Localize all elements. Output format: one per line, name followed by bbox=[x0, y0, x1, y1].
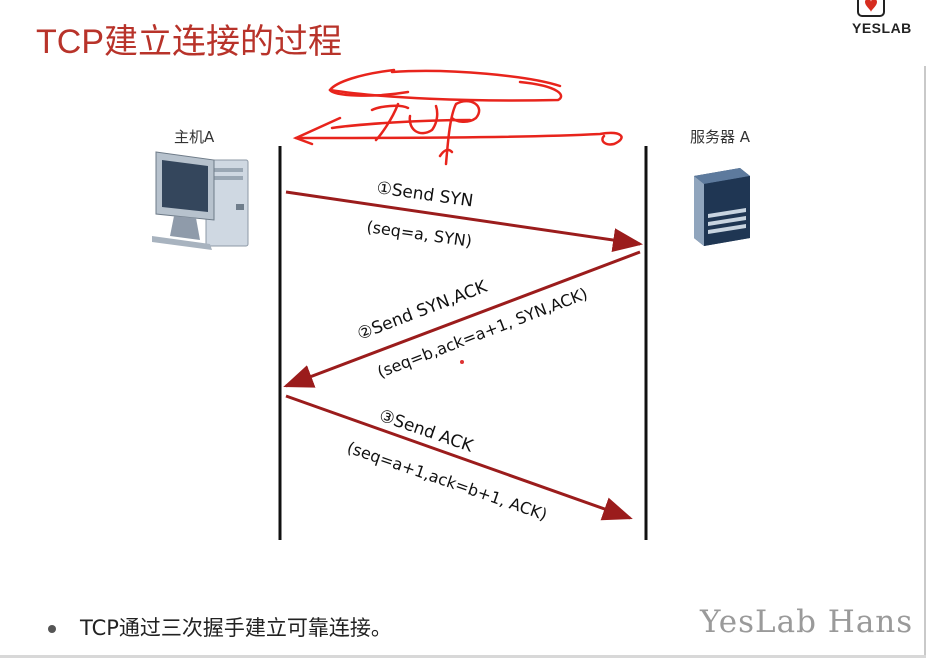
page-title: TCP建立连接的过程 bbox=[36, 23, 342, 61]
laser-dot bbox=[460, 360, 464, 364]
computer-icon bbox=[152, 151, 249, 250]
bullet-dot-icon bbox=[48, 625, 56, 633]
watermark: YesLab Hans bbox=[700, 604, 914, 640]
syn-detail: (seq=a, SYN) bbox=[365, 217, 473, 251]
synack-detail: (seq=b,ack=a+1, SYN,ACK) bbox=[375, 284, 591, 382]
server-icon bbox=[694, 168, 750, 246]
host-label: 主机A bbox=[174, 128, 215, 146]
yeslab-logo-icon bbox=[857, 0, 885, 17]
syn-arrow bbox=[285, 190, 643, 252]
bullet-item: TCP通过三次握手建立可靠连接。 bbox=[48, 612, 392, 642]
synack-arrow bbox=[283, 250, 641, 388]
handwritten-annotation bbox=[292, 68, 623, 166]
logo-text: YESLAB bbox=[852, 20, 912, 36]
right-divider bbox=[924, 66, 926, 656]
server-label: 服务器 A bbox=[690, 128, 751, 146]
bullet-text: TCP通过三次握手建立可靠连接。 bbox=[80, 616, 392, 640]
ack-label: ③Send ACK bbox=[376, 406, 476, 457]
ack-arrow bbox=[285, 394, 633, 521]
bottom-divider bbox=[0, 655, 926, 658]
ack-detail: (seq=a+1,ack=b+1, ACK) bbox=[345, 438, 550, 524]
